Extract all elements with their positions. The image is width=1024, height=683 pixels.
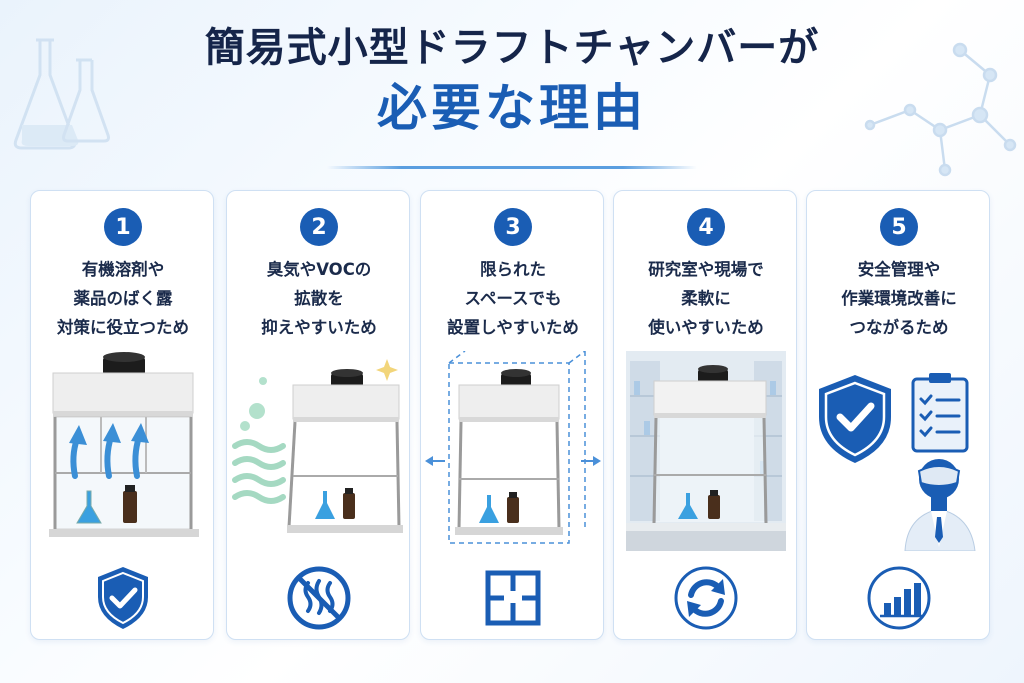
card-text-line: つながるため <box>849 318 949 337</box>
card-description: 限られた スペースでも 設置しやすいため <box>425 255 601 342</box>
card-text-line: 安全管理や <box>857 260 941 279</box>
safety-management-illustration <box>819 373 976 551</box>
shield-check-icon <box>98 567 148 629</box>
card-number-badge: 2 <box>300 208 338 246</box>
reason-card-4: 4 研究室や現場で 柔軟に 使いやすいため <box>613 190 797 640</box>
card-text-line: 拡散を <box>294 289 344 308</box>
card-text-line: 臭気やVOCの <box>266 260 372 279</box>
reason-card-2: 2 臭気やVOCの 拡散を 抑えやすいため <box>226 190 410 640</box>
floor-plan-icon <box>485 570 541 626</box>
card-number-badge: 1 <box>104 208 142 246</box>
card-text-line: 設置しやすいため <box>447 318 579 337</box>
no-odor-icon <box>287 566 351 630</box>
refresh-cycle-icon <box>674 566 738 630</box>
card-number-badge: 3 <box>494 208 532 246</box>
card-text-line: 作業環境改善に <box>841 289 957 308</box>
bar-chart-icon <box>867 566 931 630</box>
title-block: 簡易式小型ドラフトチャンバーが 必要な理由 <box>0 22 1024 140</box>
card-text-line: 薬品のばく露 <box>73 289 173 308</box>
title-underline <box>327 166 697 169</box>
card-text-line: 抑えやすいため <box>261 318 377 337</box>
card-text-line: スペースでも <box>464 289 562 308</box>
fume-hood-airflow-illustration <box>49 352 199 537</box>
lab-fume-hood-illustration <box>626 351 786 551</box>
reason-card-1: 1 有機溶剤や 薬品のばく露 対策に役立つため <box>30 190 214 640</box>
page-subtitle: 必要な理由 <box>377 79 647 137</box>
reason-card-5: 5 安全管理や 作業環境改善に つながるため <box>806 190 990 640</box>
card-text-line: 限られた <box>480 260 546 279</box>
card-number-badge: 4 <box>687 208 725 246</box>
card-text-line: 研究室や現場で <box>648 260 764 279</box>
fume-hood-odor-illustration <box>232 359 403 533</box>
card-description: 臭気やVOCの 拡散を 抑えやすいため <box>231 255 407 342</box>
reason-card-3: 3 限られた スペースでも 設置しやすいため <box>420 190 604 640</box>
card-text-line: 対策に役立つため <box>57 318 189 337</box>
card-description: 研究室や現場で 柔軟に 使いやすいため <box>618 255 794 342</box>
page-title: 簡易式小型ドラフトチャンバーが <box>204 25 820 71</box>
card-text-line: 柔軟に <box>681 289 731 308</box>
card-description: 安全管理や 作業環境改善に つながるため <box>811 255 987 342</box>
card-number-badge: 5 <box>880 208 918 246</box>
card-text-line: 使いやすいため <box>648 318 764 337</box>
card-text-line: 有機溶剤や <box>81 260 165 279</box>
card-description: 有機溶剤や 薬品のばく露 対策に役立つため <box>35 255 211 342</box>
fume-hood-dimension-illustration <box>425 351 601 544</box>
